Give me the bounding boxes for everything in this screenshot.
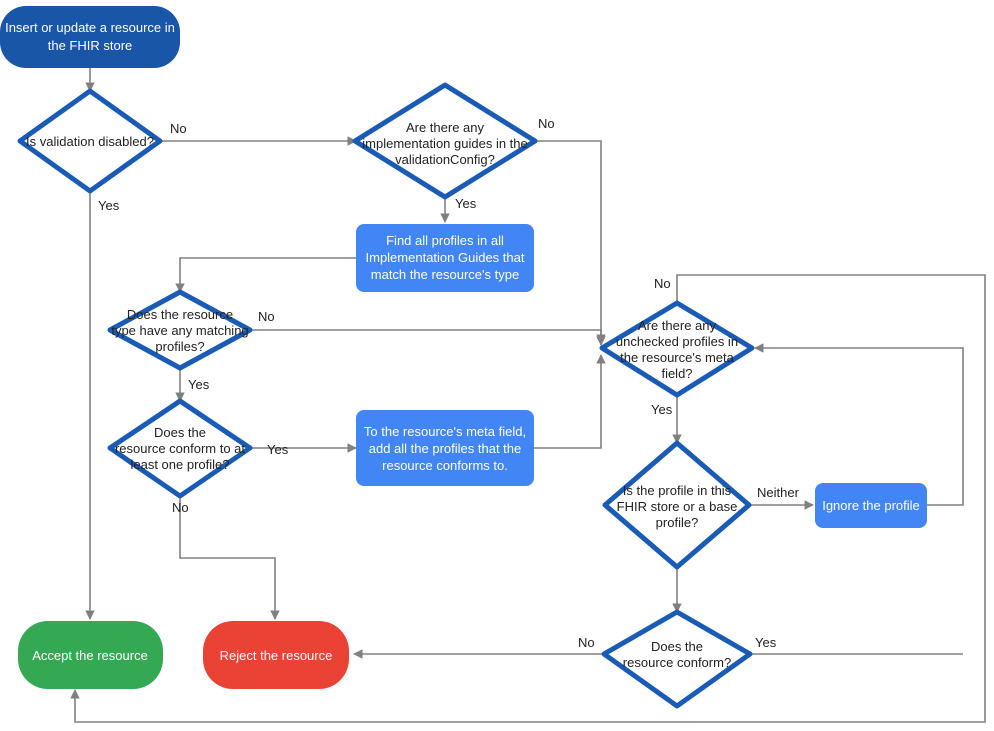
- add-profiles-meta-shape: [356, 410, 534, 486]
- node-implementation-guides[interactable]: Are there any implementation guides in t…: [352, 82, 538, 200]
- edge-label-unchecked-yes: Yes: [651, 402, 673, 417]
- profile-location-line-1: Is the profile in this: [623, 483, 732, 498]
- node-find-profiles[interactable]: Find all profiles in all Implementation …: [356, 224, 534, 292]
- profile-location-line-3: profile?: [656, 515, 699, 530]
- conform-one-profile-shape: [107, 398, 253, 499]
- edge-label-matching-no: No: [258, 309, 275, 324]
- node-start[interactable]: Insert or update a resource in the FHIR …: [0, 6, 180, 68]
- start-node-shape: [0, 6, 180, 68]
- node-reject-resource[interactable]: Reject the resource: [203, 621, 349, 689]
- edge-label-resource-conform-yes: Yes: [755, 635, 777, 650]
- unchecked-profiles-line-4: field?: [661, 366, 692, 381]
- edge-find-profiles-to-matching: [175, 257, 356, 293]
- start-node-line-1: Insert or update a resource in: [5, 20, 175, 35]
- find-profiles-line-2: Implementation Guides that: [366, 250, 525, 265]
- node-add-profiles-meta[interactable]: To the resource's meta field, add all th…: [356, 410, 534, 486]
- unchecked-profiles-line-3: the resource's meta: [620, 350, 735, 365]
- ignore-profile-shape: [815, 483, 927, 528]
- edge-conform-one-no: [179, 496, 280, 620]
- edge-label-unchecked-no: No: [654, 276, 671, 291]
- matching-profiles-line-2: type have any matching: [111, 323, 248, 338]
- node-ignore-profile[interactable]: Ignore the profile: [815, 483, 927, 528]
- edge-label-validation-yes: Yes: [98, 198, 120, 213]
- conform-one-profile-line-1: Does the: [154, 425, 206, 440]
- accept-resource-shape: [18, 621, 163, 689]
- accept-resource-label: Accept the resource: [32, 648, 148, 663]
- matching-profiles-shape: [107, 289, 253, 371]
- edges: [70, 68, 986, 723]
- unchecked-profiles-line-2: unchecked profiles in: [616, 334, 738, 349]
- edge-add-profiles-to-unchecked: [534, 354, 606, 449]
- add-profiles-meta-line-1: To the resource's meta field,: [364, 424, 526, 439]
- find-profiles-shape: [356, 224, 534, 292]
- edge-label-guides-no: No: [538, 116, 555, 131]
- edge-matching-no: [250, 329, 606, 346]
- unchecked-profiles-line-1: Are there any: [638, 318, 717, 333]
- edge-label-guides-yes: Yes: [455, 196, 477, 211]
- node-matching-profiles[interactable]: Does the resource type have any matching…: [107, 289, 253, 371]
- start-node-line-2: the FHIR store: [48, 38, 133, 53]
- matching-profiles-line-1: Does the resource: [127, 307, 233, 322]
- edge-label-conform-one-yes: Yes: [267, 442, 289, 457]
- ignore-profile-label: Ignore the profile: [822, 498, 920, 513]
- profile-location-shape: [602, 440, 752, 570]
- edge-labels: No Yes No Yes No Yes Yes No No Yes Neith…: [98, 116, 800, 650]
- edge-guides-no: [534, 140, 606, 344]
- conform-one-profile-line-3: least one profile?: [130, 457, 229, 472]
- reject-resource-label: Reject the resource: [220, 648, 333, 663]
- resource-conform-shape: [601, 609, 753, 709]
- edge-label-matching-yes: Yes: [188, 377, 210, 392]
- implementation-guides-shape: [352, 82, 538, 200]
- find-profiles-line-3: match the resource's type: [371, 267, 519, 282]
- node-unchecked-profiles[interactable]: Are there any unchecked profiles in the …: [599, 300, 755, 398]
- add-profiles-meta-line-2: add all the profiles that the: [369, 441, 522, 456]
- node-profile-location[interactable]: Is the profile in this FHIR store or a b…: [602, 440, 752, 570]
- validation-disabled-shape: [17, 88, 163, 194]
- implementation-guides-line-1: Are there any: [406, 120, 485, 135]
- matching-profiles-line-3: profiles?: [155, 339, 204, 354]
- resource-conform-line-2: resource conform?: [623, 655, 731, 670]
- validation-disabled-label: Is validation disabled?: [26, 134, 154, 149]
- node-conform-one-profile[interactable]: Does the resource conform to at least on…: [107, 398, 253, 499]
- edge-label-profile-location-neither: Neither: [757, 485, 800, 500]
- find-profiles-line-1: Find all profiles in all: [386, 233, 504, 248]
- edge-label-conform-one-no: No: [172, 500, 189, 515]
- edge-unchecked-no: [70, 274, 986, 723]
- edge-label-resource-conform-no: No: [578, 635, 595, 650]
- unchecked-profiles-shape: [599, 300, 755, 398]
- profile-location-line-2: FHIR store or a base: [617, 499, 738, 514]
- reject-resource-shape: [203, 621, 349, 689]
- edge-ignore-to-unchecked: [754, 343, 964, 506]
- implementation-guides-line-2: implementation guides in the: [362, 136, 528, 151]
- conform-one-profile-line-2: resource conform to at: [115, 441, 245, 456]
- implementation-guides-line-3: validationConfig?: [395, 152, 495, 167]
- add-profiles-meta-line-3: resource conforms to.: [382, 458, 508, 473]
- node-validation-disabled[interactable]: Is validation disabled?: [17, 88, 163, 194]
- node-accept-resource[interactable]: Accept the resource: [18, 621, 163, 689]
- edge-label-validation-no: No: [170, 121, 187, 136]
- resource-conform-line-1: Does the: [651, 639, 703, 654]
- node-resource-conform[interactable]: Does the resource conform?: [601, 609, 753, 709]
